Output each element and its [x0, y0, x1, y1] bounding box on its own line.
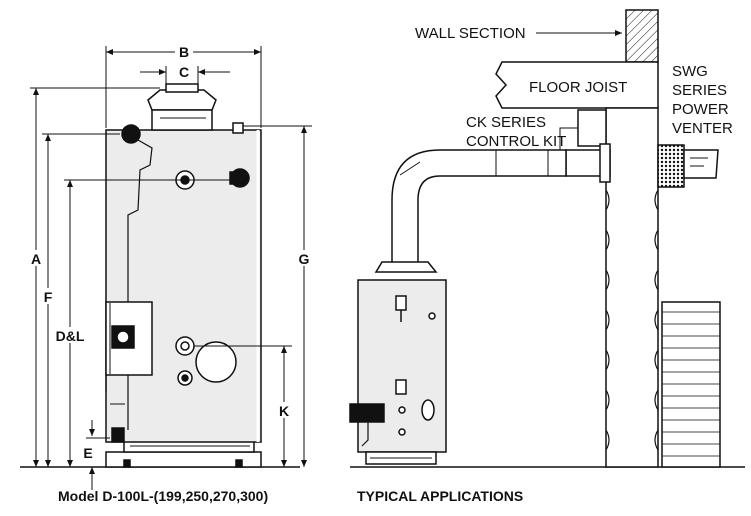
label-wall-section: WALL SECTION: [415, 25, 526, 42]
dim-label-g: G: [299, 251, 310, 267]
label-floor-joist: FLOOR JOIST: [529, 79, 627, 96]
label-venter-2: SERIES: [672, 82, 727, 99]
draft-hood: [147, 89, 217, 111]
wall-section: [625, 9, 659, 63]
dim-label-e: E: [83, 445, 92, 461]
water-heater-drawing: [20, 83, 300, 468]
control-kit-box: [577, 109, 607, 147]
floor-joist: [495, 61, 659, 109]
dim-label-c: C: [179, 64, 189, 80]
small-gas-control: [349, 403, 385, 423]
model-caption: Model D-100L-(199,250,270,300): [58, 488, 269, 504]
power-venter-hood: [683, 149, 719, 179]
label-venter-3: POWER: [672, 101, 729, 118]
label-venter-1: SWG: [672, 63, 708, 80]
label-control-kit-2: CONTROL KIT: [466, 133, 566, 150]
dim-label-d-l: D&L: [56, 328, 85, 344]
dim-label-b: B: [179, 44, 189, 60]
applications-caption: TYPICAL APPLICATIONS: [357, 488, 524, 504]
dim-label-f: F: [44, 289, 53, 305]
inspection-port: [195, 341, 237, 383]
callout-leaders: [536, 30, 622, 150]
relief-valve: [121, 124, 141, 144]
exterior-siding: [661, 301, 721, 468]
dim-label-a: A: [31, 251, 41, 267]
application-drawing: [349, 9, 745, 468]
dim-label-k: K: [279, 403, 289, 419]
vent-pipe: [391, 149, 567, 262]
power-venter-mesh: [657, 144, 685, 188]
small-draft-hood: [374, 261, 438, 273]
label-control-kit-1: CK SERIES: [466, 114, 546, 131]
label-venter-4: VENTER: [672, 120, 733, 137]
wall-column: [605, 107, 659, 468]
